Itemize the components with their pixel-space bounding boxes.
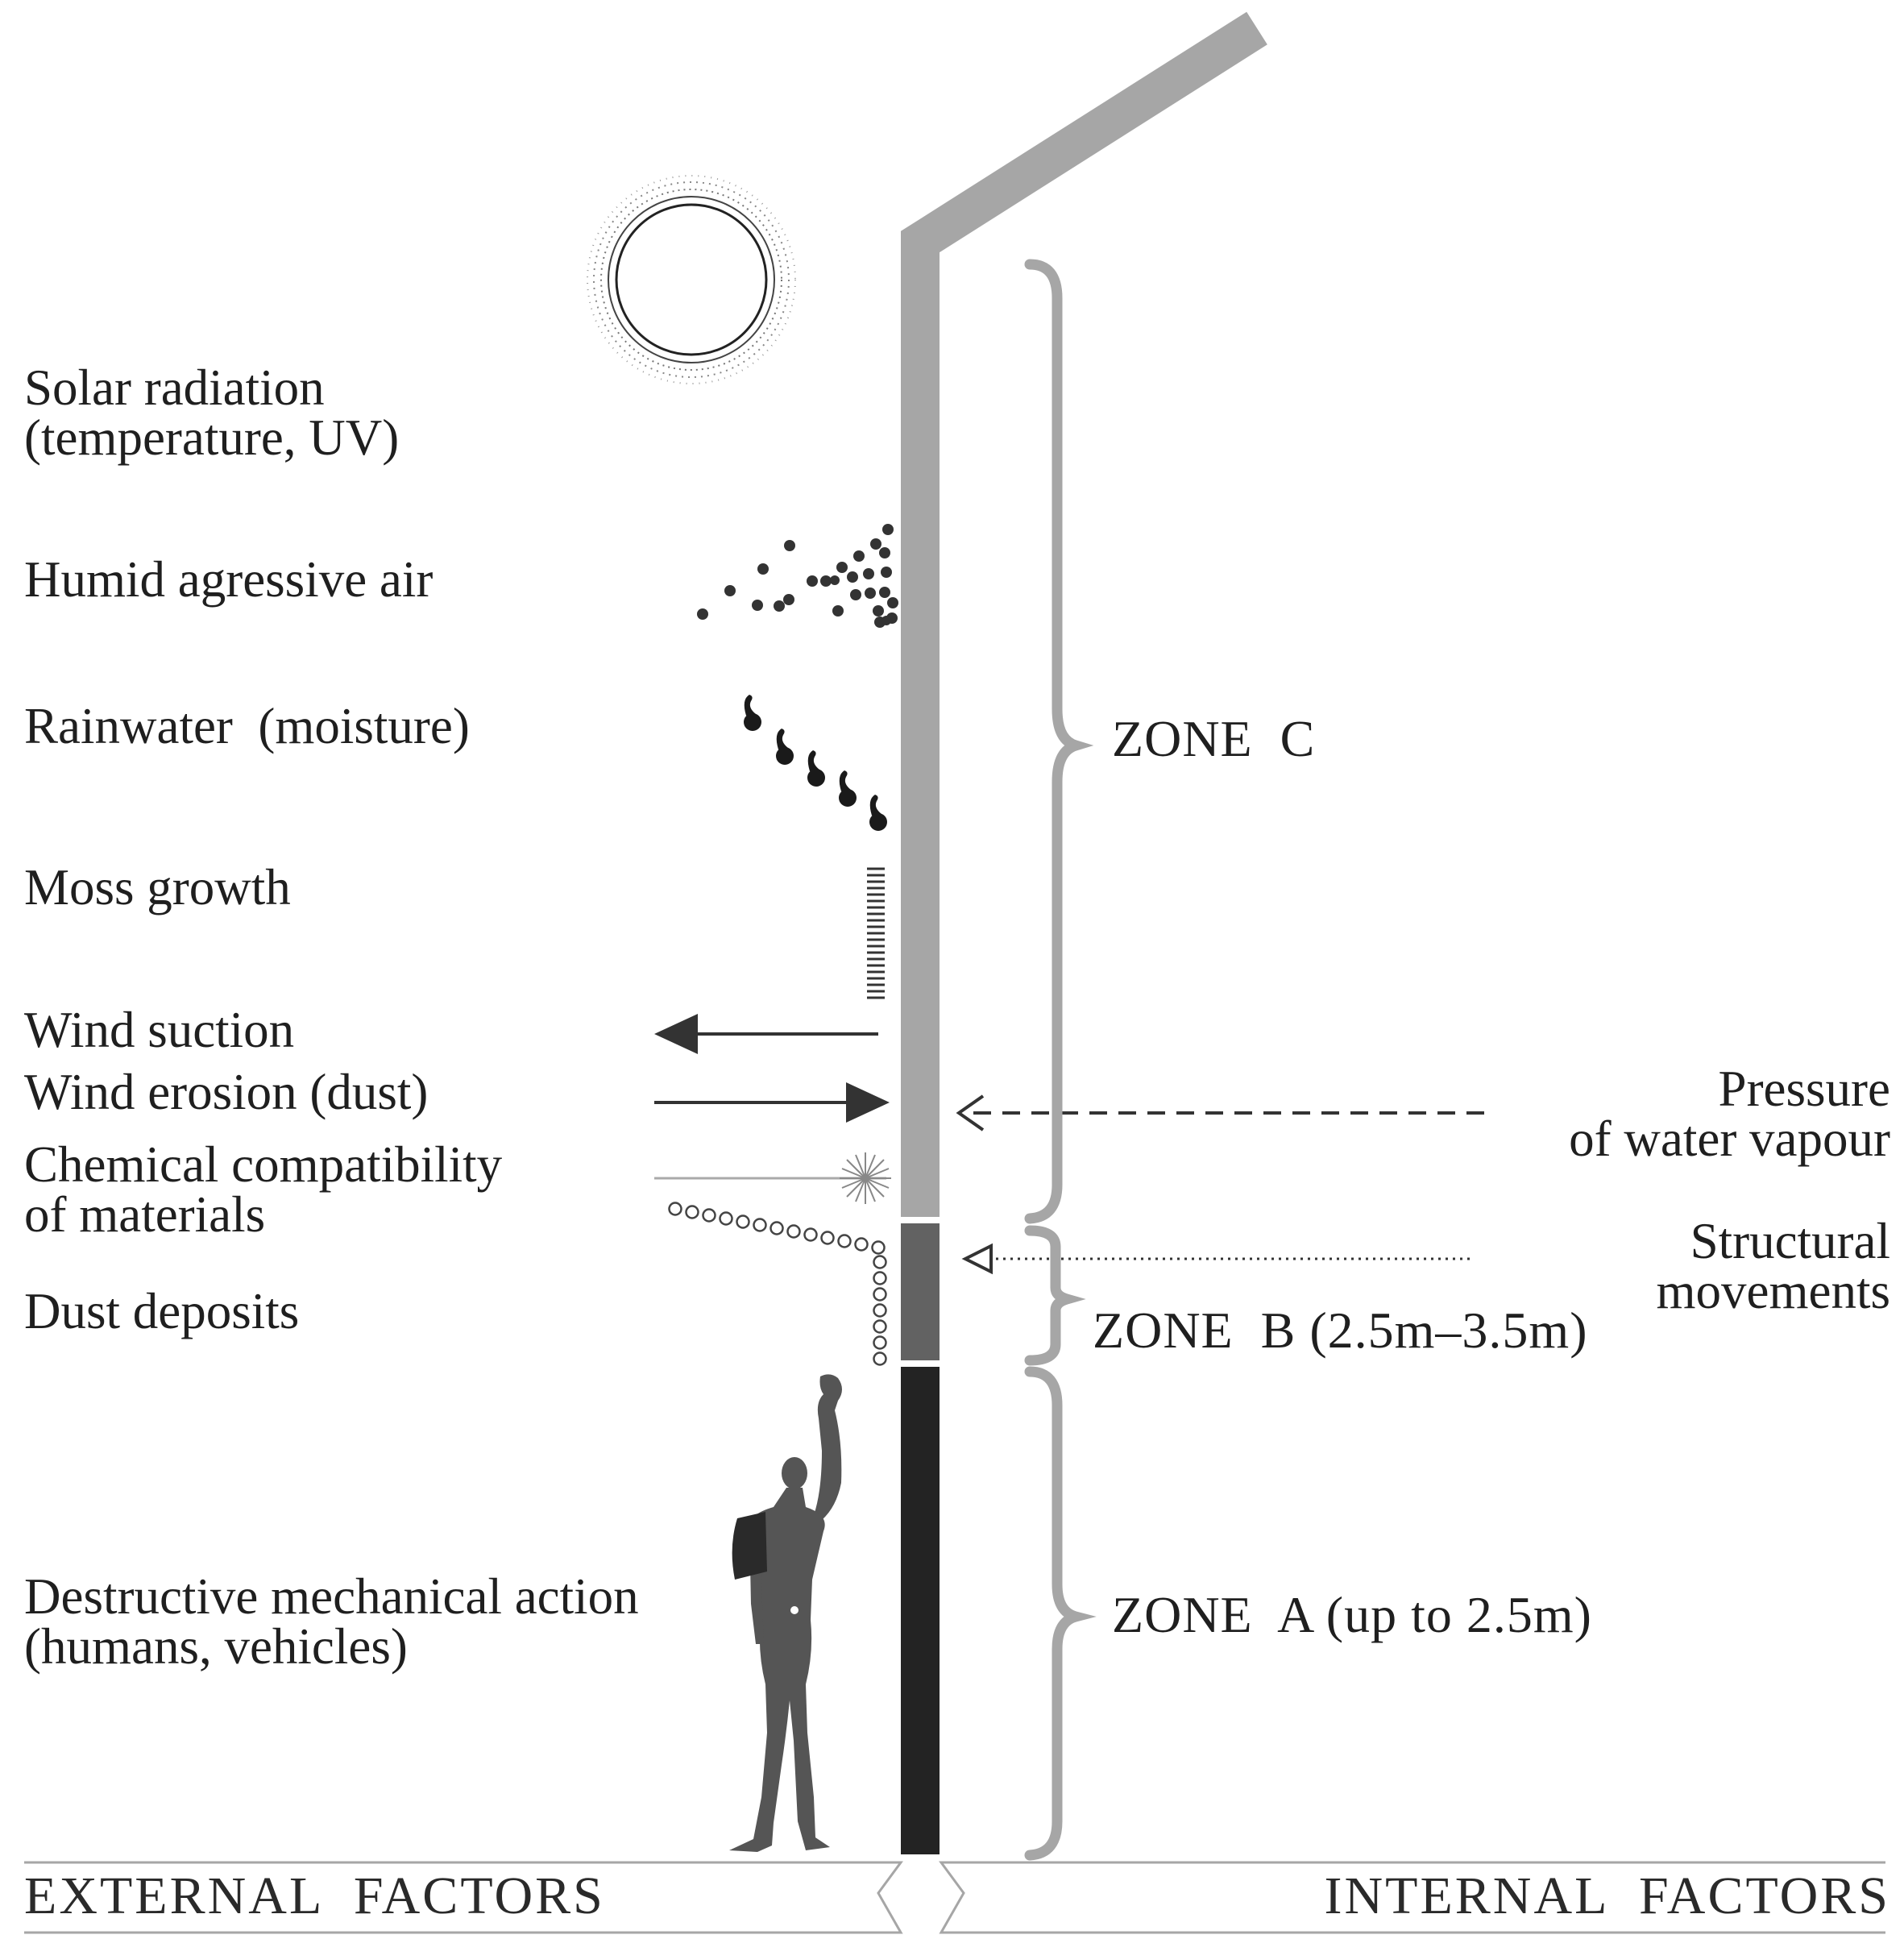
label-water-vapour: Pressure of water vapour	[1569, 1061, 1890, 1167]
footer-external-factors: EXTERNAL FACTORS	[24, 1866, 605, 1925]
footer-internal-factors: INTERNAL FACTORS	[1324, 1866, 1890, 1925]
brace-zone-c	[1024, 259, 1094, 1224]
label-structural-movements: Structural movements	[1656, 1213, 1890, 1319]
arrow-right-icon	[654, 1082, 890, 1123]
label-line: (temperature, UV)	[24, 409, 400, 466]
label-line: Structural	[1690, 1213, 1890, 1269]
zone-a-label: ZONE A (up to 2.5m)	[1112, 1586, 1592, 1643]
label-line: of materials	[24, 1186, 266, 1243]
label-line: Solar radiation	[24, 359, 325, 416]
moss-icon	[867, 867, 885, 999]
label-dust-deposits: Dust deposits	[24, 1283, 300, 1339]
label-line: Humid agressive air	[24, 551, 433, 608]
label-solar-radiation: Solar radiation (temperature, UV)	[24, 363, 399, 463]
label-line: Chemical compatibility	[24, 1136, 503, 1193]
label-line: Rainwater (moisture)	[24, 698, 470, 754]
label-line: Moss growth	[24, 859, 291, 916]
dashed-arrow-icon	[956, 1094, 1484, 1131]
label-humid-air: Humid agressive air	[24, 551, 433, 608]
label-wind-erosion: Wind erosion (dust)	[24, 1064, 429, 1120]
brace-zone-b	[1024, 1225, 1086, 1366]
brace-zone-a	[1024, 1366, 1097, 1861]
label-line: of water vapour	[1569, 1111, 1890, 1167]
circles-icon	[668, 1202, 887, 1366]
label-line: Dust deposits	[24, 1283, 300, 1339]
arrow-left-icon	[654, 1014, 878, 1054]
wall-zone-b	[901, 1223, 940, 1360]
label-chemical-compatibility: Chemical compatibility of materials	[24, 1136, 503, 1243]
label-line: Destructive mechanical action	[24, 1568, 639, 1625]
wall-zone-c	[901, 11, 1267, 1217]
label-line: (humans, vehicles)	[24, 1618, 408, 1675]
sun-icon	[587, 175, 796, 384]
label-rainwater: Rainwater (moisture)	[24, 698, 470, 754]
braces	[1024, 259, 1097, 1861]
label-line: Wind erosion (dust)	[24, 1064, 429, 1120]
zone-b-label: ZONE B (2.5m–3.5m)	[1093, 1302, 1588, 1359]
label-mechanical-action: Destructive mechanical action (humans, v…	[24, 1568, 639, 1675]
zone-c-label: ZONE C	[1112, 710, 1316, 767]
dotted-arrow-icon	[961, 1243, 1470, 1275]
label-line: movements	[1656, 1263, 1890, 1319]
raindrops-icon	[744, 695, 887, 831]
label-moss-growth: Moss growth	[24, 859, 291, 916]
label-line: Wind suction	[24, 1002, 295, 1058]
label-line: Pressure	[1718, 1061, 1890, 1117]
starburst-icon	[654, 1152, 891, 1204]
ground-lines	[24, 1861, 1885, 1934]
particles-icon	[697, 524, 898, 628]
human-figure-icon	[729, 1374, 842, 1852]
wall-zone-a	[901, 1367, 940, 1854]
wall	[901, 11, 1267, 1854]
label-wind-suction: Wind suction	[24, 1002, 295, 1058]
